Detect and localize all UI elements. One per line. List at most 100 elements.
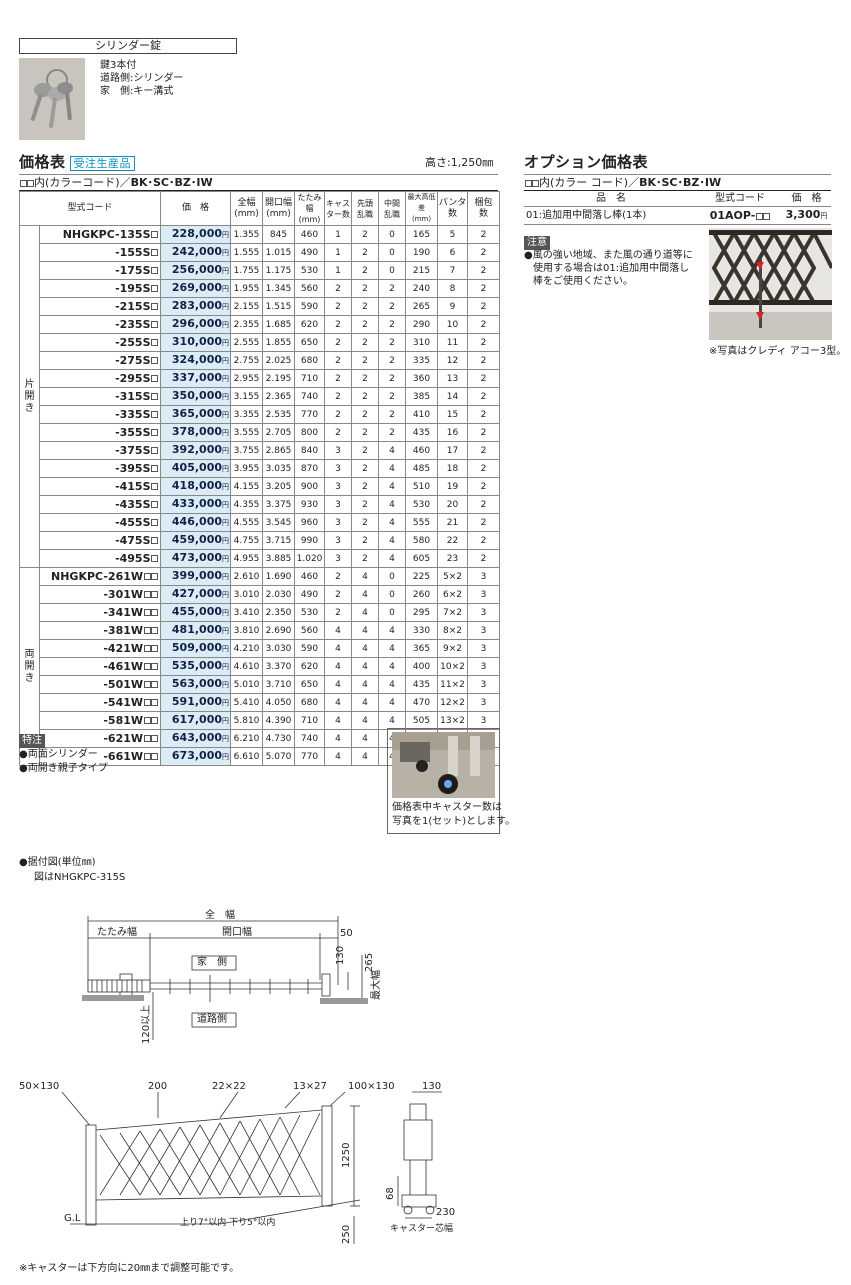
option-item-code: 01AOP- [698, 206, 782, 225]
price-cell: 256,000円 [160, 261, 232, 280]
label-caster-width: キャスター芯幅 [390, 1224, 454, 1234]
label-dim-100x130: 100×130 [348, 1081, 395, 1092]
price-cell: 643,000円 [160, 729, 232, 748]
label-dim-200: 200 [148, 1081, 168, 1092]
key-icon [19, 58, 85, 140]
label-folded-width: たたみ幅 [97, 927, 137, 938]
label-slope: 上り7°以内 下り5°以内 [180, 1218, 276, 1228]
model-code: -301W [38, 585, 162, 604]
price-table: 型式コード 価 格 全幅 (mm) 開口幅 (mm) たたみ幅 (mm) キャス… [18, 191, 501, 766]
drawing-heading: ●据付図(単位㎜) [19, 857, 96, 868]
model-code: -155S [38, 243, 162, 262]
header-model: 型式コード [18, 191, 162, 226]
price-cell: 228,000円 [160, 225, 232, 244]
price-cell: 563,000円 [160, 675, 232, 694]
price-cell: 324,000円 [160, 351, 232, 370]
notice-line-2: 使用する場合は01:追加用中間落し [533, 263, 690, 274]
price-cell: 365,000円 [160, 405, 232, 424]
header-pack: 梱包 数 [467, 191, 501, 226]
tokuchu-label: 特注 [19, 728, 69, 748]
tokuchu-item-1: ●両面シリンダー [19, 749, 98, 760]
table-cell: 2 [467, 369, 501, 388]
header-price: 価 格 [160, 191, 232, 226]
model-code: -315S [38, 387, 162, 406]
price-cell: 392,000円 [160, 441, 232, 460]
price-cell: 418,000円 [160, 477, 232, 496]
cylinder-line-2: 道路側:シリンダー [100, 73, 184, 84]
group-label-double: 両 開 き [19, 567, 40, 766]
price-cell: 617,000円 [160, 711, 232, 730]
label-gl: G.L [64, 1213, 81, 1224]
price-cell: 459,000円 [160, 531, 232, 550]
price-cell: 378,000円 [160, 423, 232, 442]
label-max-width: 最大幅 [371, 970, 382, 1000]
key-photo [19, 58, 85, 140]
notice-label: 注意 [524, 230, 550, 250]
label-dim-230: 230 [436, 1207, 456, 1218]
price-cell: 673,000円 [160, 747, 232, 766]
notice-line-3: 棒をご使用ください。 [533, 276, 633, 287]
label-opening-width: 開口幅 [222, 927, 252, 938]
label-dim-130: 130 [335, 945, 346, 965]
option-item-name: 01:追加用中間落し棒(1本) [524, 206, 698, 225]
price-cell: 405,000円 [160, 459, 232, 478]
price-cell: 337,000円 [160, 369, 232, 388]
notice-line-1: ●風の強い地域、また風の通り道等に [524, 250, 693, 261]
table-cell: 2 [467, 441, 501, 460]
model-code: -475S [38, 531, 162, 550]
caster-caption-2: 写真を1(セット)とします。 [392, 816, 516, 827]
cylinder-line-1: 鍵3本付 [100, 60, 137, 71]
price-cell: 269,000円 [160, 279, 232, 298]
option-title: オプション価格表 [524, 153, 649, 171]
label-dim-130-side: 130 [422, 1081, 442, 1092]
price-cell: 283,000円 [160, 297, 232, 316]
price-cell: 350,000円 [160, 387, 232, 406]
label-dim-50x130: 50×130 [19, 1081, 60, 1092]
label-dim-120: 120以上 [141, 1004, 152, 1044]
cylinder-title: シリンダー錠 [19, 38, 237, 54]
model-code: -435S [38, 495, 162, 514]
option-color-line: 内(カラー コード)／BK･SC･BZ･IW [524, 174, 831, 191]
tokuchu-item-2: ●両開き親子タイプ [19, 763, 108, 774]
gate-photo-caption: ※写真はクレディ アコー3型。 [709, 346, 847, 357]
price-cell: 296,000円 [160, 315, 232, 334]
table-cell: 2 [467, 513, 501, 532]
plan-view [87, 916, 363, 1040]
drawing-footnote: ※キャスターは下方向に20㎜まで調整可能です。 [19, 1263, 240, 1274]
caster-photo-box: 価格表中キャスター数は 写真を1(セット)とします。 [387, 728, 515, 834]
price-cell: 446,000円 [160, 513, 232, 532]
label-dim-22x22: 22×22 [212, 1081, 246, 1092]
height-note: 高さ:1,250㎜ [425, 156, 494, 169]
option-header-code: 型式コード [698, 191, 782, 207]
label-dim-250: 250 [341, 1224, 352, 1244]
gate-photo [709, 228, 834, 340]
gate-photo-icon [709, 228, 834, 340]
made-to-order-badge: 受注生産品 [69, 156, 136, 171]
price-cell: 310,000円 [160, 333, 232, 352]
model-code: -661W [38, 747, 162, 766]
model-code: -195S [38, 279, 162, 298]
drawing-subheading: 図はNHGKPC-315S [34, 872, 126, 883]
label-road-side: 道路側 [197, 1014, 227, 1025]
